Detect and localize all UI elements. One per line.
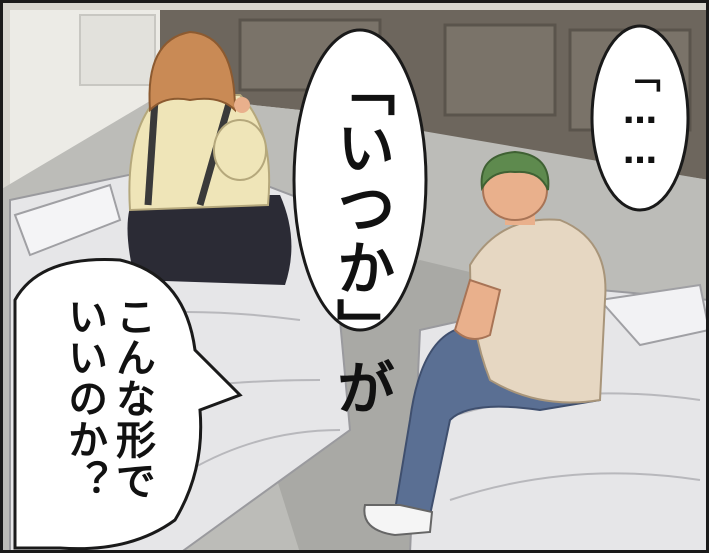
man-figure <box>363 150 607 537</box>
bubble-text-konna: こんな形で いいのか？ <box>61 296 155 501</box>
speech-bubble-konna <box>13 258 243 551</box>
woman-figure <box>127 30 292 285</box>
bubble-text-dots: 「…… <box>620 58 660 172</box>
bubble-text-itsuka: 「いつか」が <box>327 58 395 418</box>
speech-bubble-itsuka <box>292 28 428 332</box>
speech-bubble-dots <box>590 24 690 212</box>
